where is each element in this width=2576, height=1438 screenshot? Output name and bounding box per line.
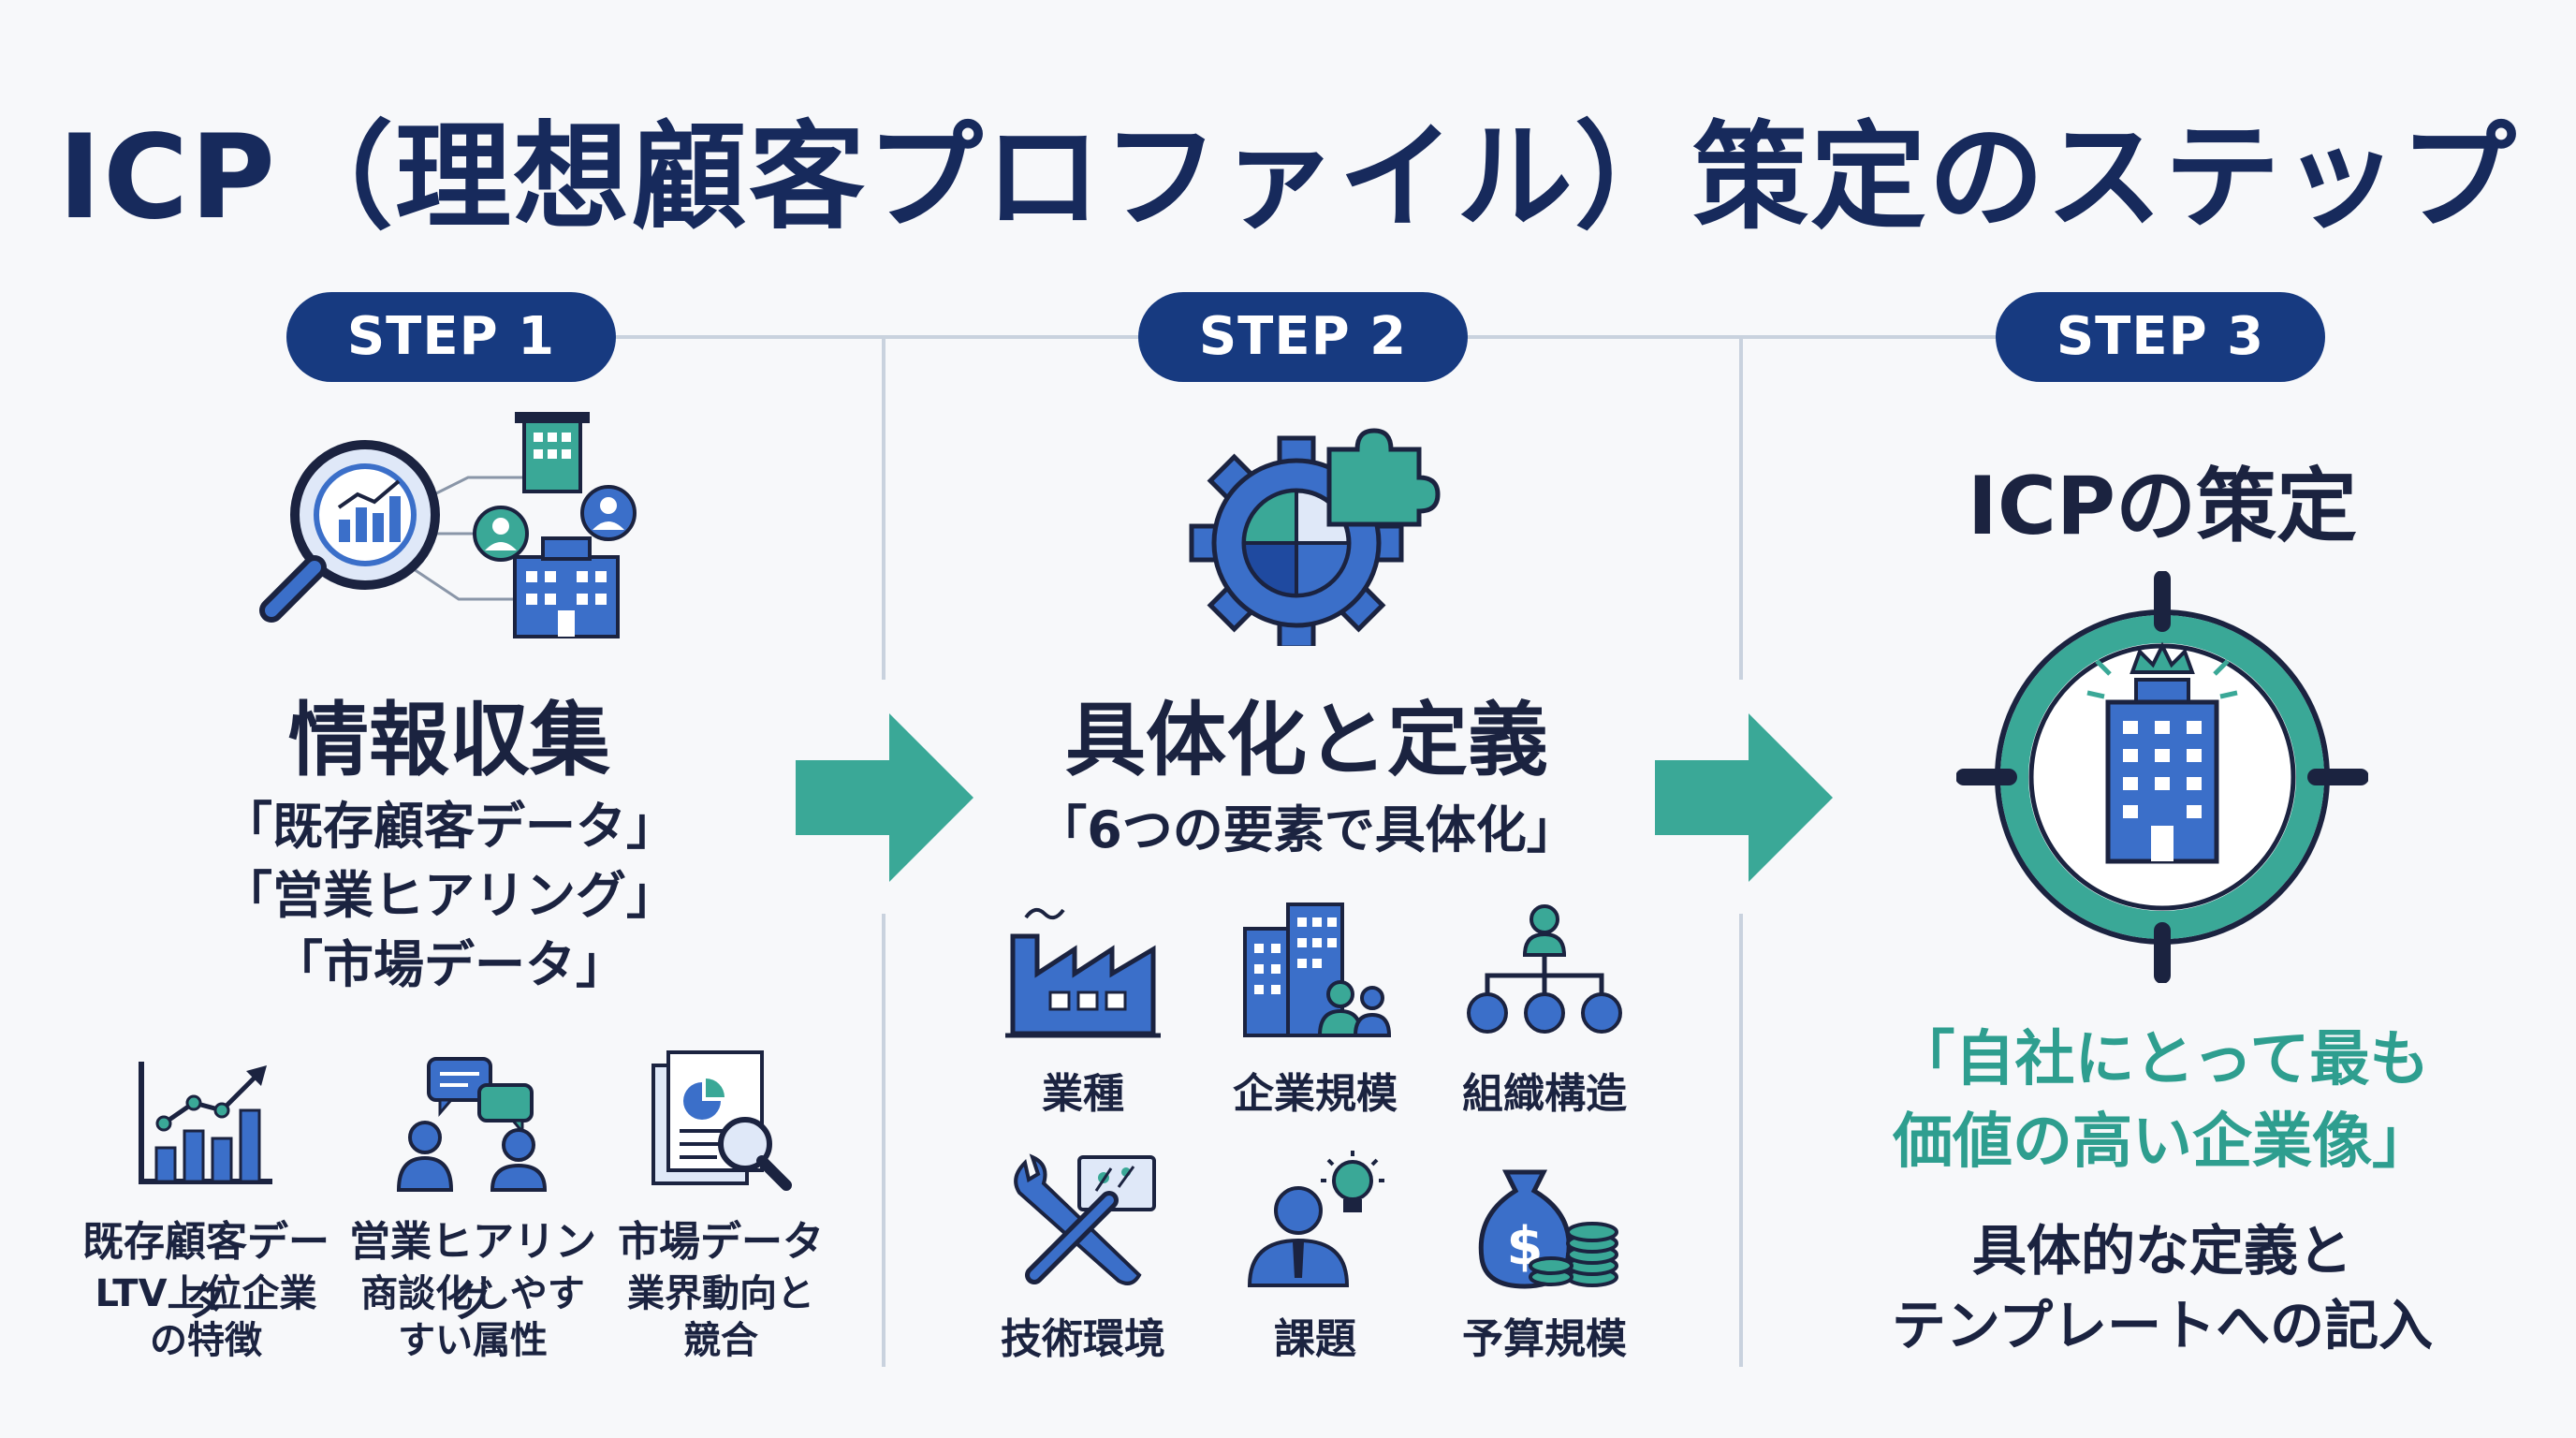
step-1-item-desc-1a: LTV上位企業 [95, 1272, 317, 1315]
step-2-heading: 具体化と定義 [1065, 694, 1548, 787]
step-1-item-desc-3b: 競合 [683, 1319, 758, 1362]
page-title: ICP（理想顧客プロファイル）策定のステップ [57, 110, 2519, 245]
money-bag-icon: $ [1478, 1169, 1618, 1289]
step-1-item-label-2: 営業ヒアリング [349, 1218, 596, 1326]
arrow-right-icon [796, 713, 973, 882]
column-divider-1 [882, 337, 886, 680]
column-divider-2 [1739, 337, 1743, 680]
org-chart-icon [1467, 904, 1622, 1034]
step-2-item-label-3: 組織構造 [1462, 1070, 1627, 1118]
gear-puzzle-icon [1189, 428, 1441, 646]
step-3-badge: STEP 3 [1996, 292, 2325, 382]
tools-icon [1014, 1153, 1156, 1285]
bar-chart-icon [139, 1062, 272, 1184]
step-1-badge: STEP 1 [286, 292, 616, 382]
step-1-item-desc-3a: 業界動向と [627, 1272, 814, 1315]
step-2-item-label-2: 企業規模 [1233, 1070, 1398, 1118]
step-1-item-label-1: 既存顧客データ [82, 1218, 329, 1326]
step-2-badge: STEP 2 [1138, 292, 1468, 382]
buildings-people-icon [1243, 902, 1392, 1037]
column-divider-1-lower [882, 914, 886, 1367]
step-2-subtext: 「6つの要素で具体化」 [1036, 800, 1577, 859]
step-2-item-label-6: 予算規模 [1462, 1315, 1627, 1363]
step-2-item-label-4: 技術環境 [1001, 1315, 1165, 1363]
chat-people-icon [396, 1057, 548, 1192]
step-3-result-1: 具体的な定義と [1971, 1219, 2352, 1283]
step-1-item-desc-1b: の特徴 [150, 1319, 262, 1362]
step-3-highlight-2: 価値の高い企業像」 [1893, 1108, 2432, 1177]
step-1-source-1: 「既存顧客データ」 [222, 797, 677, 856]
target-building-icon [1956, 571, 2368, 983]
step-1-source-2: 「営業ヒアリング」 [222, 866, 677, 925]
step-1-item-desc-2b: すい属性 [398, 1319, 548, 1362]
step-3-highlight-1: 「自社にとって最も [1895, 1025, 2430, 1094]
document-search-icon [651, 1050, 792, 1191]
person-lightbulb-icon [1247, 1151, 1384, 1287]
column-divider-2-lower [1739, 914, 1743, 1367]
magnifier-data-icon [259, 412, 637, 638]
step-2-item-label-5: 課題 [1274, 1315, 1356, 1363]
arrow-right-icon [1655, 713, 1833, 882]
step-1-item-label-3: 市場データ [618, 1218, 824, 1266]
step-3-heading: ICPの策定 [1967, 460, 2358, 553]
step-1-source-3: 「市場データ」 [272, 935, 626, 994]
step-1-item-desc-2a: 商談化しやす [360, 1272, 585, 1315]
step-1-heading: 情報収集 [288, 694, 610, 787]
factory-icon [1005, 907, 1161, 1038]
step-3-result-2: テンプレートへの記入 [1891, 1294, 2434, 1357]
step-2-item-label-1: 業種 [1042, 1070, 1124, 1118]
